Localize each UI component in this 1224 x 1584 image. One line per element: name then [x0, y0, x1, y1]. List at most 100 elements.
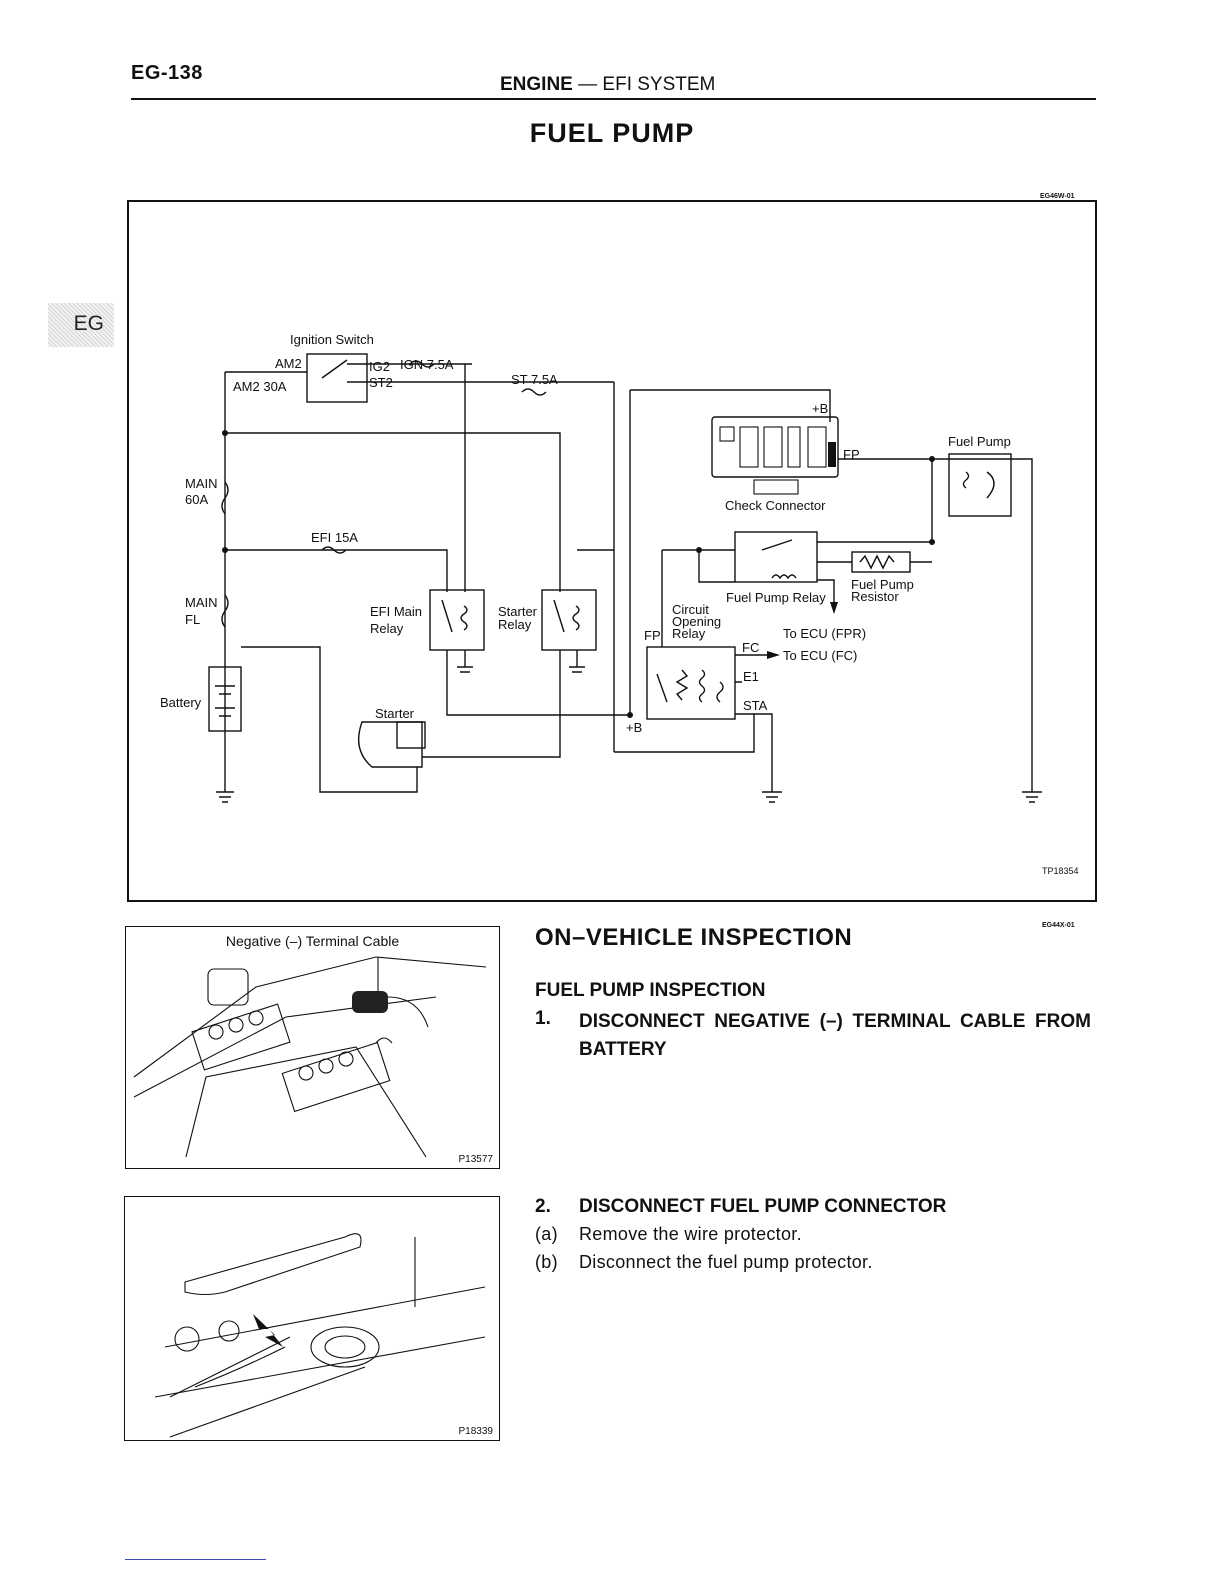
battery-cap-row [191, 1003, 291, 1071]
main-60a-fuse-icon [221, 481, 229, 515]
label-starter-relay-1: Starter [498, 604, 538, 619]
label-am2-30a: AM2 30A [233, 379, 287, 394]
label-cor-relay: Relay [672, 626, 706, 641]
battery-cap [248, 1010, 264, 1026]
battery-cells [215, 685, 235, 717]
starter-relay-feed-wire [225, 432, 561, 592]
wire-protector-icon [184, 1233, 362, 1296]
efi-feed-wire [225, 549, 448, 592]
substep-text: Disconnect the fuel pump protector. [579, 1252, 873, 1272]
battery-outline [133, 956, 487, 1158]
ign-fuse-icon [409, 360, 435, 368]
efi-to-cor-wire [446, 650, 630, 716]
step-text: DISCONNECT NEGATIVE (–) TERMINAL CABLE F… [579, 1011, 1091, 1060]
ground-icon [216, 791, 234, 803]
label-fp: FP [843, 447, 860, 462]
fuel-pump-relay-icon [734, 531, 818, 583]
check-connector-icon [711, 416, 839, 478]
label-opening: Opening [672, 614, 721, 629]
terminal [763, 426, 783, 468]
fuel-pump-plate-inner [324, 1335, 366, 1359]
floor-hole [174, 1326, 200, 1352]
cor-terminal-wires [614, 681, 773, 792]
arrow-right-icon [767, 651, 780, 659]
terminal [739, 426, 759, 468]
diagram-figure-code: TP18354 [1042, 866, 1079, 876]
label-fp2: FP [644, 628, 661, 643]
battery-illustration [133, 956, 487, 1158]
terminal [787, 426, 801, 468]
starter-relay-wires [422, 549, 614, 758]
cable-lines [375, 957, 429, 1044]
efi-relay-coil [441, 599, 468, 633]
ground-icon [1022, 791, 1042, 803]
starter-power-wire [241, 646, 418, 793]
ground-icon [569, 650, 585, 673]
efi-fuse-icon [321, 546, 347, 554]
label-fuel-pump-resistor-1: Fuel Pump [851, 577, 914, 592]
footer-rule [125, 1559, 266, 1560]
fuel-pump-connector-illustration [154, 1233, 486, 1438]
label-fuel-pump: Fuel Pump [948, 434, 1011, 449]
figure-caption: Negative (–) Terminal Cable [225, 933, 400, 949]
ign-st-wires [464, 364, 615, 752]
ignition-switch-icon [306, 353, 368, 403]
label-st2: ST2 [369, 375, 393, 390]
junction-dot [627, 712, 633, 718]
battery-cap [318, 1058, 334, 1074]
fuel-pump-wires [932, 458, 1033, 792]
label-e1: E1 [743, 669, 759, 684]
label-fuel-pump-relay: Fuel Pump Relay [726, 590, 826, 605]
wiring-diagram-svg: Ignition Switch AM2 AM2 30A IG2 IGN 7.5A… [160, 332, 1079, 876]
label-main-fl-2: FL [185, 612, 200, 627]
plus-b-wire [629, 389, 831, 715]
efi-main-relay-icon [429, 589, 485, 651]
floor-panel-lines [154, 1237, 486, 1438]
section-title-rest: — EFI SYSTEM [572, 74, 716, 95]
starter-motor-icon [358, 721, 423, 768]
terminal [719, 426, 735, 442]
side-tab-label: EG [73, 312, 104, 335]
diagram-ref-code: EG46W-01 [1040, 193, 1075, 200]
inspection-heading: ON–VEHICLE INSPECTION [535, 924, 853, 951]
floor-hole [218, 1320, 240, 1342]
label-battery: Battery [160, 695, 202, 710]
page-title: FUEL PUMP [529, 118, 695, 148]
label-fc: FC [742, 640, 759, 655]
substep-text: Remove the wire protector. [579, 1224, 802, 1244]
figure-battery-terminal: Negative (–) Terminal Cable P13577 [125, 926, 500, 1169]
figure-fuel-pump-connector: P18339 [124, 1196, 500, 1441]
page-number: EG-138 [131, 62, 203, 84]
ignition-switch-contacts [321, 359, 614, 383]
label-efi-15a: EFI 15A [311, 530, 358, 545]
battery-cap [228, 1017, 244, 1033]
step-number: 1. [535, 1008, 551, 1029]
inspection-subheading: FUEL PUMP INSPECTION [535, 980, 766, 1001]
resistor-zigzag [859, 554, 895, 570]
ground-icon [762, 791, 782, 803]
label-efi-relay: Relay [370, 621, 404, 636]
battery-cap-row [281, 1041, 391, 1113]
wiring-diagram: Ignition Switch AM2 AM2 30A IG2 IGN 7.5A… [127, 200, 1097, 902]
fuel-pump-icon [948, 453, 1012, 517]
figure-code: P18339 [458, 1426, 493, 1437]
starter-solenoid-icon [396, 721, 426, 749]
battery-cap [208, 1024, 224, 1040]
fuel-pump-relay-contacts [761, 539, 797, 580]
substep-number: (b) [535, 1252, 558, 1272]
inspection-ref-code: EG44X-01 [1042, 922, 1075, 929]
circuit-opening-relay-icon [646, 646, 736, 720]
negative-terminal-cable-icon [352, 991, 388, 1013]
label-main-60a-2: 60A [185, 492, 208, 507]
label-circuit: Circuit [672, 602, 709, 617]
section-title-bold: ENGINE [500, 74, 573, 95]
label-ign-7-5a: IGN 7.5A [400, 357, 454, 372]
label-ignition-switch: Ignition Switch [290, 332, 374, 347]
label-plus-b2: +B [626, 720, 642, 735]
st-fuse-icon [521, 388, 547, 396]
label-efi-main: EFI Main [370, 604, 422, 619]
fuel-pump-resistor-icon [851, 551, 911, 573]
label-sta: STA [743, 698, 768, 713]
fuel-pump-plate-icon [310, 1326, 380, 1368]
arrow-pointer-icon [253, 1314, 283, 1347]
